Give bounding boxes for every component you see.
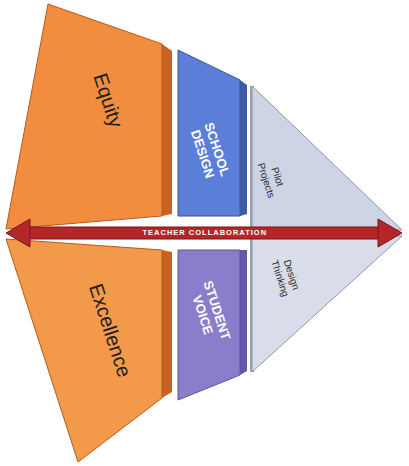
- pyramid-segment: Excellence: [4, 236, 174, 464]
- segment-face: [252, 236, 402, 372]
- segment-face: [178, 50, 240, 216]
- segment-bevel: [162, 44, 172, 216]
- segment-face: [6, 239, 162, 462]
- arrow-label: TEACHER COLLABORATION: [140, 228, 271, 238]
- segment-bevel: [162, 250, 172, 398]
- segment-bevel: [240, 250, 247, 375]
- segment-outline: [249, 84, 405, 232]
- arrow-shaft: [22, 227, 386, 239]
- segment-face: [252, 86, 402, 230]
- segment-face: [6, 4, 162, 229]
- pyramid-segment: Pilot Projects: [249, 84, 405, 232]
- segment-face: [178, 250, 240, 400]
- arrow-head: [378, 219, 402, 247]
- arrow-head: [6, 219, 30, 247]
- segment-bevel: [240, 80, 247, 216]
- segment-outline: [249, 235, 405, 375]
- pyramid-segment: Design Thinking: [249, 235, 405, 375]
- pyramid-segment: STUDENT VOICE: [176, 248, 248, 402]
- segment-outline: [4, 236, 174, 464]
- pyramid-segment: Equity: [4, 2, 174, 232]
- pyramid-segment: SCHOOL DESIGN: [176, 48, 248, 218]
- segment-outline: [4, 2, 174, 232]
